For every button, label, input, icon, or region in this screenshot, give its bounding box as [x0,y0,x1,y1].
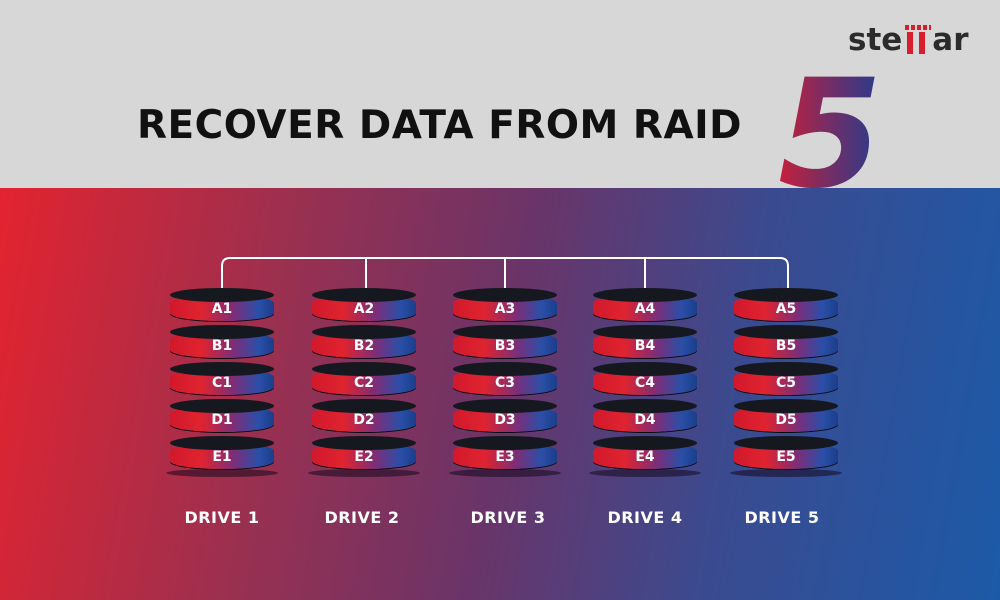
block-label: C4 [634,375,655,391]
block-label: B1 [211,338,233,354]
disk-block: E2 [312,436,416,473]
page-title: RECOVER DATA FROM RAID [137,103,743,148]
block-label: A4 [634,301,656,317]
logo-mark-icon [903,25,932,54]
drive-label-4: DRIVE 4 [607,508,683,527]
block-label: D1 [211,412,233,428]
block-label: E3 [495,449,515,465]
drive-stack-3: A3 B3 C3 D3 E3 [449,288,561,477]
disk-block: C3 [453,362,557,399]
block-label: E4 [635,449,655,465]
drive-label-2: DRIVE 2 [324,508,400,527]
block-label: B4 [634,338,656,354]
disk-block: A2 [312,288,416,325]
disk-block: D1 [170,399,274,436]
block-label: D2 [353,412,375,428]
drive-shadow [589,469,701,477]
drive-label-3: DRIVE 3 [470,508,546,527]
drive-label-1: DRIVE 1 [184,508,260,527]
disk-block: D3 [453,399,557,436]
disk-block: A4 [593,288,697,325]
header-band [0,0,1000,188]
block-label: E5 [776,449,796,465]
block-label: C1 [211,375,232,391]
disk-block: B5 [734,325,838,362]
disk-block: C2 [312,362,416,399]
block-label: B3 [494,338,516,354]
block-label: B2 [353,338,375,354]
disk-block: D4 [593,399,697,436]
disk-block: A1 [170,288,274,325]
block-label: A2 [353,301,375,317]
drive-shadow [730,469,842,477]
disk-block: D2 [312,399,416,436]
disk-block: B2 [312,325,416,362]
drive-shadow [449,469,561,477]
raid-level-number: 5 [778,48,883,222]
disk-block: E5 [734,436,838,473]
block-label: E2 [354,449,374,465]
drive-stack-5: A5 B5 C5 D5 E5 [730,288,842,477]
disk-block: E3 [453,436,557,473]
disk-block: B1 [170,325,274,362]
block-label: B5 [775,338,797,354]
block-label: C5 [775,375,796,391]
block-label: D5 [775,412,797,428]
block-label: A5 [775,301,797,317]
drive-stack-4: A4 B4 C4 D4 E4 [589,288,701,477]
block-label: C2 [353,375,374,391]
logo-text-left: ste [848,22,903,58]
disk-block: A5 [734,288,838,325]
drive-stack-1: A1 B1 C1 D1 E1 [166,288,278,477]
logo-text-right: ar [932,22,969,58]
disk-block: E1 [170,436,274,473]
drive-label-5: DRIVE 5 [744,508,820,527]
block-label: D4 [634,412,656,428]
drive-stack-2: A2 B2 C2 D2 E2 [308,288,420,477]
disk-block: B4 [593,325,697,362]
block-label: C3 [494,375,515,391]
block-label: E1 [212,449,232,465]
block-label: A3 [494,301,516,317]
disk-block: E4 [593,436,697,473]
disk-block: A3 [453,288,557,325]
disk-block: C5 [734,362,838,399]
block-label: D3 [494,412,516,428]
disk-block: D5 [734,399,838,436]
drive-shadow [308,469,420,477]
drive-shadow [166,469,278,477]
disk-block: C1 [170,362,274,399]
disk-block: B3 [453,325,557,362]
block-label: A1 [211,301,233,317]
disk-block: C4 [593,362,697,399]
